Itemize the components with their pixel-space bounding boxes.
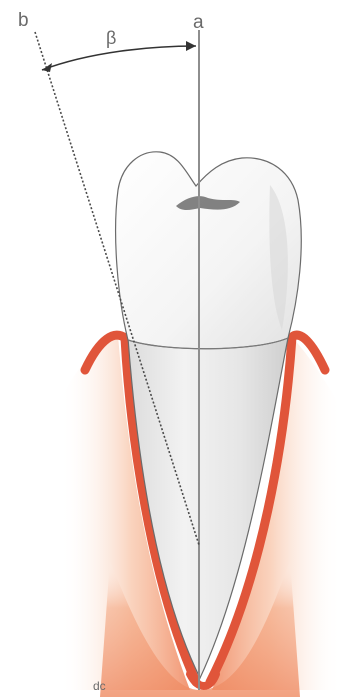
angle-arrowhead-left (42, 63, 52, 72)
angle-arrowhead-right (186, 41, 196, 51)
label-b: b (18, 10, 29, 31)
angle-arc (42, 46, 196, 70)
gingiva-margin-apex (190, 674, 216, 686)
label-a: a (193, 12, 204, 33)
label-beta: β (106, 28, 116, 48)
label-dc-mark: dc (93, 679, 106, 693)
